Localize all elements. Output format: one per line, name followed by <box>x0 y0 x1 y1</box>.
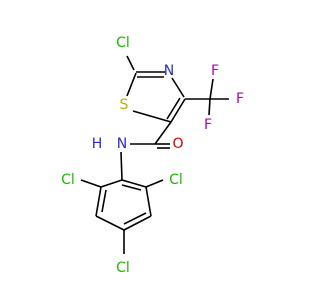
atom-n-amide: N <box>117 136 127 152</box>
atom-labels: Cl S N F F F O N H Cl Cl Cl <box>61 35 244 276</box>
bond-cf3-f-top <box>209 78 214 100</box>
bond-cf3-f-bottom <box>208 98 211 116</box>
bond-ar2-cl <box>80 179 102 188</box>
bond-ar6-cl <box>145 179 164 188</box>
bond-c5-carbonyl <box>154 121 172 145</box>
bond-ar2-ar3-inner <box>101 189 107 213</box>
bond-n-c4 <box>171 77 185 98</box>
bond-c2-s <box>126 72 137 97</box>
bond-c5-s <box>132 110 172 123</box>
atom-f-top: F <box>211 63 219 79</box>
bond-c4-c5 <box>170 98 186 123</box>
bond-cl-c2 <box>126 55 135 71</box>
bonds <box>80 55 229 254</box>
atom-cl-thiazole: Cl <box>116 35 130 51</box>
bond-ar2-ar3 <box>95 186 102 217</box>
atom-s-ring: S <box>120 97 129 113</box>
background <box>0 0 300 300</box>
bond-ar5-ar6 <box>145 186 152 217</box>
atom-cl-left-ortho: Cl <box>61 172 75 188</box>
bond-ar6-ar1 <box>121 179 147 188</box>
bond-ar1-ar2 <box>100 179 123 188</box>
bond-ar4-ar5 <box>123 215 152 231</box>
atom-cl-para: Cl <box>116 260 130 276</box>
atom-f-right: F <box>236 91 244 107</box>
atom-cl-right-ortho: Cl <box>169 172 183 188</box>
atom-h-amide: H <box>92 136 103 152</box>
bond-n-aryl <box>120 151 123 181</box>
bond-ar4-ar5-inner <box>123 212 147 225</box>
bond-ar3-ar4 <box>95 215 125 231</box>
atom-f-bottom: F <box>204 117 212 133</box>
bond-c4-c5-double <box>166 97 181 120</box>
bond-ar6-ar1-inner <box>121 184 142 191</box>
atom-n-ring: N <box>164 63 174 79</box>
atom-o-carbonyl: O <box>172 136 183 152</box>
molecule-diagram: Cl S N F F F O N H Cl Cl Cl <box>0 0 300 300</box>
